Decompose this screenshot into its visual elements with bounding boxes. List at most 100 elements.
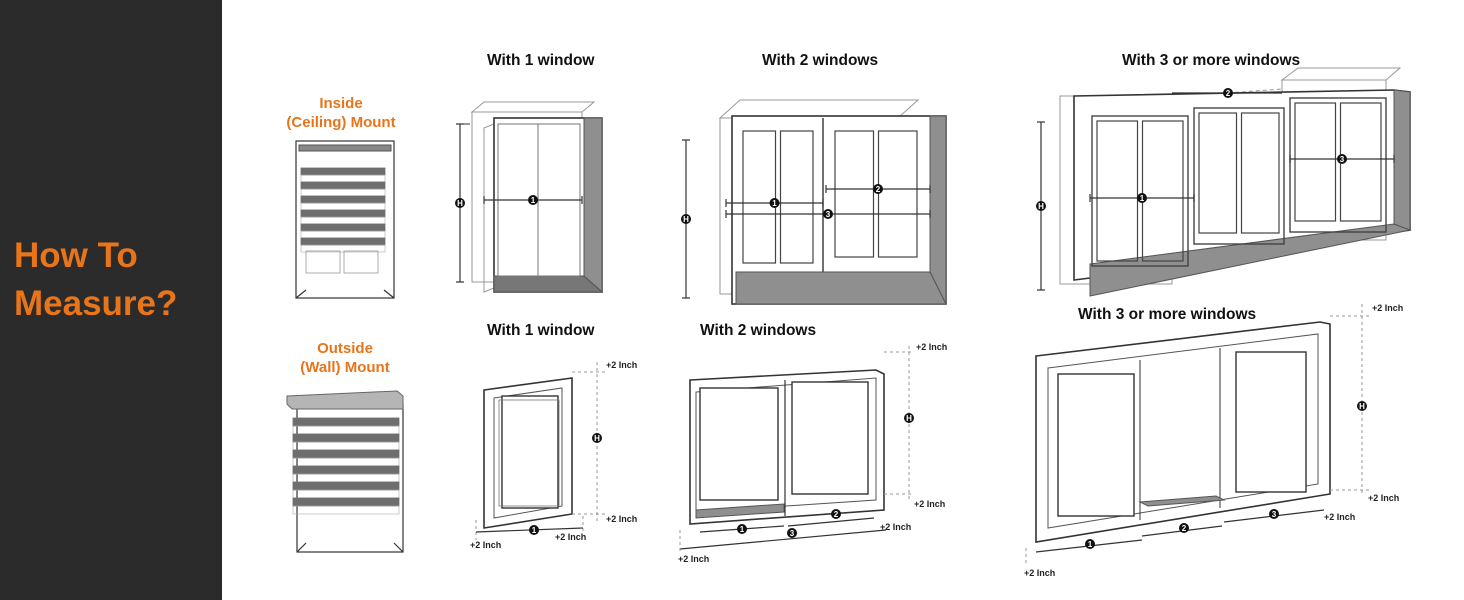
outside-three-height-marker [1357, 401, 1367, 411]
inside-two-left-window-pane [742, 130, 777, 264]
outside-three-sill [1138, 495, 1226, 507]
inside-blind-window-pane [305, 250, 341, 274]
inside-two-width-total-marker [823, 209, 833, 219]
outside-one-extra-left: +2 Inch [470, 540, 501, 550]
inside-two-height-marker [681, 214, 691, 224]
how-to-title-line1: How To [14, 236, 138, 275]
outside-blind-slat [292, 417, 400, 427]
outside-one-extra-top: +2 Inch [606, 360, 637, 370]
inside-three-width-right-marker-label: 3 [1340, 155, 1345, 164]
outside-one-trim-inner [493, 387, 563, 519]
outside-one-width-marker-label: 1 [532, 526, 537, 535]
inside-two-sill [735, 271, 947, 305]
outside-one-height-marker [592, 433, 602, 443]
outside-blind-slat [292, 433, 400, 443]
outside-mount-label-line2: (Wall) Mount [300, 359, 390, 376]
outside-blind-slat [292, 449, 400, 459]
outside-two-width-right [787, 517, 875, 527]
outside-three-trim-inner [1047, 333, 1319, 529]
inside-one-width-marker-label: 1 [531, 196, 536, 205]
inside-three-width-mid-marker [1223, 88, 1233, 98]
inside-three-left-window-pane [1141, 120, 1184, 262]
outside-two-extra-bottom: +2 Inch [914, 499, 945, 509]
inside-two-width-left-marker-label: 1 [772, 199, 777, 208]
inside-heading-two-windows: With 2 windows [762, 52, 879, 69]
inside-three-left-window-pane [1096, 120, 1139, 262]
outside-two-extra-top: +2 Inch [916, 342, 947, 352]
inside-blind-frame-edge [295, 289, 307, 299]
inside-two-right-window-pane [834, 130, 875, 258]
inside-three-left-window [1091, 115, 1189, 267]
inside-three-height-marker-label: H [1038, 202, 1044, 211]
outside-two-right-pane [791, 381, 869, 495]
inside-three-right-top-depth [1280, 67, 1402, 81]
inside-heading-three-windows: With 3 or more windows [1122, 52, 1301, 69]
outside-one-extra-right: +2 Inch [555, 532, 586, 542]
inside-mount-label: Inside (Ceiling) Mount [266, 94, 416, 132]
inside-two-right-window-pane [877, 130, 918, 258]
outside-two-width-left-marker-label: 1 [740, 525, 745, 534]
inside-three-width-mid-marker-label: 2 [1226, 89, 1231, 98]
inside-blind-sheer [300, 244, 386, 253]
outside-two-width-right-marker-label: 2 [834, 510, 839, 519]
inside-three-width-left-marker [1137, 193, 1147, 203]
inside-blind-slat [300, 195, 386, 204]
inside-one-shadow [583, 117, 603, 294]
inside-three-mid-window [1193, 107, 1285, 245]
inside-blind-window-pane [343, 250, 379, 274]
inside-three-right-window [1289, 97, 1387, 233]
outside-three-width-left-marker-label: 1 [1088, 540, 1093, 549]
inside-mount-label-line1: Inside [319, 95, 363, 112]
outside-three-right-pane [1235, 351, 1307, 493]
inside-heading-one-window: With 1 window [487, 52, 595, 69]
inside-three-shadow [1393, 89, 1411, 231]
outside-one-width-marker [529, 525, 539, 535]
outside-three-extra-top: +2 Inch [1372, 303, 1403, 313]
inside-one-depth [483, 123, 495, 293]
inside-three-height-marker [1036, 201, 1046, 211]
outside-two-extra-right: +2 Inch [880, 522, 911, 532]
outside-three-height-marker-label: H [1359, 402, 1365, 411]
outside-blind-slat [292, 481, 400, 491]
inside-blind-frame-edge [383, 289, 395, 299]
inside-two-width-left-marker [769, 198, 780, 208]
inside-three-width-right-marker [1337, 154, 1347, 164]
outside-mount-label: Outside (Wall) Mount [270, 339, 420, 377]
inside-one-height-marker-label: H [457, 199, 463, 208]
outside-blind-slat [292, 497, 400, 507]
inside-three-mid-window-pane [1198, 112, 1238, 234]
inside-blind-cassette [298, 144, 392, 152]
inside-blind-slat [300, 167, 386, 176]
outside-three-width-mid-marker [1179, 523, 1189, 533]
outside-two-width-left-marker [737, 524, 747, 534]
outside-mount-label-line1: Outside [317, 340, 373, 357]
inside-one-sill [493, 275, 604, 293]
inside-three-top-guide [1171, 88, 1283, 98]
outside-blind-cassette [286, 390, 404, 410]
inside-two-width-right-marker [873, 184, 883, 194]
outside-blind-frame-edge [393, 542, 404, 553]
outside-three-extra-left: +2 Inch [1024, 568, 1055, 578]
inside-one-height-marker [455, 198, 465, 208]
inside-three-mid-window-pane [1240, 112, 1280, 234]
inside-three-right-window-pane [1294, 102, 1337, 222]
inside-two-height-marker-label: H [683, 215, 689, 224]
outside-two-width-right-marker [831, 509, 841, 519]
inside-one-width-marker [528, 195, 538, 205]
outside-two-height-marker-label: H [906, 414, 912, 423]
inside-mount-label-line2: (Ceiling) Mount [286, 114, 396, 131]
outside-three-width-mid-marker-label: 2 [1182, 524, 1187, 533]
inside-two-width-total-marker-label: 3 [826, 210, 831, 219]
outside-three-extra-bottom: +2 Inch [1368, 493, 1399, 503]
inside-two-width-right-marker-label: 2 [876, 185, 881, 194]
outside-one-pane [501, 395, 559, 509]
outside-three-width-right-marker-label: 3 [1272, 510, 1277, 519]
how-to-title-line2: Measure? [14, 284, 178, 323]
outside-one-pane-inner [498, 399, 560, 507]
outside-blind-frame-edge [296, 542, 307, 553]
outside-two-height-marker [904, 413, 914, 423]
outside-two-extra-left: +2 Inch [678, 554, 709, 564]
inside-two-left-window-pane [779, 130, 814, 264]
outside-two-sill [695, 503, 785, 519]
